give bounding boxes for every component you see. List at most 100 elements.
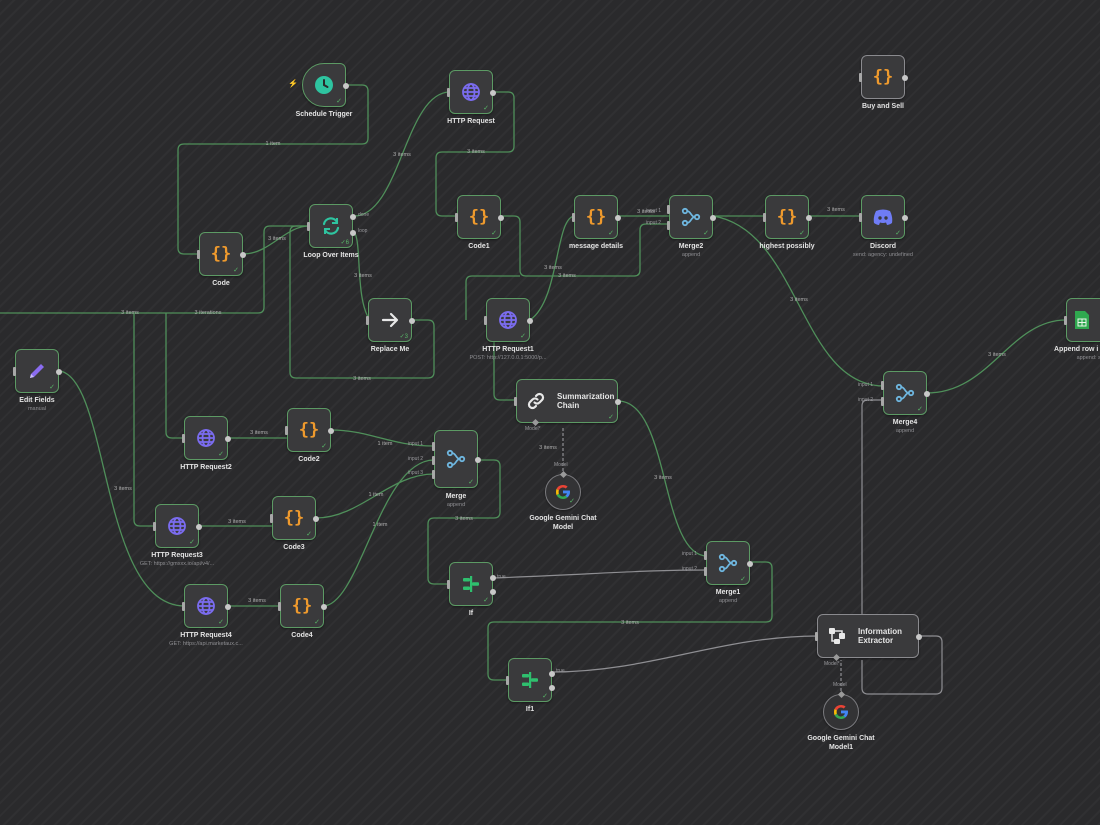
output-port[interactable]	[240, 252, 246, 258]
node-http-request3[interactable]: ✓	[153, 504, 202, 548]
node-highest-possibly[interactable]: {} ✓	[763, 195, 812, 239]
output-port-false[interactable]	[490, 589, 496, 595]
output-port[interactable]	[196, 524, 202, 530]
output-port-loop[interactable]	[350, 230, 356, 236]
output-port[interactable]	[56, 369, 62, 375]
output-port[interactable]	[409, 318, 415, 324]
node-buy-and-sell[interactable]: {}	[859, 55, 908, 99]
output-port[interactable]	[490, 90, 496, 96]
input-port[interactable]	[285, 426, 288, 435]
output-port[interactable]	[225, 604, 231, 610]
success-check-icon: ✓	[542, 693, 548, 700]
input-port[interactable]	[13, 367, 16, 376]
edge-label: 1 item	[377, 441, 393, 447]
output-port[interactable]	[527, 318, 533, 324]
node-code3[interactable]: {} ✓	[270, 496, 319, 540]
input-port-2[interactable]	[432, 456, 435, 465]
output-port[interactable]	[916, 634, 922, 640]
edge-label: 3 items	[637, 209, 655, 215]
success-check-icon: ✓	[306, 531, 312, 538]
output-port[interactable]	[321, 604, 327, 610]
node-code1[interactable]: {} ✓	[455, 195, 504, 239]
output-port[interactable]	[924, 391, 930, 397]
node-gemini-chat-model1[interactable]	[823, 690, 859, 730]
node-append-row[interactable]	[1064, 298, 1100, 342]
node-merge[interactable]: ✓	[432, 430, 481, 488]
node-merge4[interactable]: ✓	[881, 371, 930, 415]
input-port-1[interactable]	[667, 205, 670, 214]
input-port[interactable]	[572, 213, 575, 222]
input-port[interactable]	[307, 222, 310, 231]
node-if[interactable]: ✓	[447, 562, 496, 606]
node-summarization-chain[interactable]: Summarization Chain ✓	[514, 379, 621, 427]
output-port[interactable]	[225, 436, 231, 442]
input-port-2[interactable]	[704, 567, 707, 576]
edge-iterations-http2	[165, 313, 185, 439]
output-port[interactable]	[313, 516, 319, 522]
input-port[interactable]	[484, 316, 487, 325]
node-message-details[interactable]: {} ✓	[572, 195, 621, 239]
input-port[interactable]	[182, 602, 185, 611]
output-port-true[interactable]	[490, 575, 496, 581]
output-port[interactable]	[747, 561, 753, 567]
input-port[interactable]	[153, 522, 156, 531]
output-port[interactable]	[902, 75, 908, 81]
node-if1[interactable]: ✓	[506, 658, 555, 702]
output-port-done[interactable]	[350, 214, 356, 220]
edge-label: 3 items	[621, 620, 639, 626]
input-port[interactable]	[763, 213, 766, 222]
svg-text:{}: {}	[777, 207, 797, 227]
node-http-request1[interactable]: ✓	[484, 298, 533, 342]
node-code[interactable]: {} ✓	[197, 232, 246, 276]
input-port[interactable]	[447, 88, 450, 97]
input-port-3[interactable]	[432, 470, 435, 479]
input-port[interactable]	[1064, 316, 1067, 325]
output-port[interactable]	[475, 457, 481, 463]
output-port-true[interactable]	[549, 671, 555, 677]
node-schedule-trigger[interactable]: ✓	[302, 63, 349, 107]
node-http-request2[interactable]: ✓	[182, 416, 231, 460]
output-port[interactable]	[806, 215, 812, 221]
node-http-request[interactable]: ✓	[447, 70, 496, 114]
node-code4[interactable]: {} ✓	[278, 584, 327, 628]
output-port[interactable]	[615, 215, 621, 221]
output-port[interactable]	[710, 215, 716, 221]
node-information-extractor[interactable]: Information Extractor	[815, 614, 922, 662]
input-port[interactable]	[182, 434, 185, 443]
node-label: Google Gemini Chat Model	[529, 515, 597, 531]
output-port-false[interactable]	[549, 685, 555, 691]
input-port-1[interactable]	[432, 442, 435, 451]
node-merge2[interactable]: ✓	[667, 195, 716, 239]
input-port[interactable]	[197, 250, 200, 259]
output-port[interactable]	[615, 399, 621, 405]
input-port-1[interactable]	[881, 381, 884, 390]
input-port-2[interactable]	[667, 221, 670, 230]
input-port-1[interactable]	[704, 551, 707, 560]
node-merge1[interactable]: ✓	[704, 541, 753, 585]
node-replace-me[interactable]: ✓3	[366, 298, 415, 342]
node-edit-fields[interactable]: ✓	[13, 349, 62, 393]
input-port[interactable]	[278, 602, 281, 611]
node-http-request4[interactable]: ✓	[182, 584, 231, 628]
node-label: HTTP Request2	[180, 464, 232, 471]
input-port[interactable]	[859, 73, 862, 82]
input-port[interactable]	[366, 316, 369, 325]
node-code2[interactable]: {} ✓	[285, 408, 334, 452]
output-port[interactable]	[498, 215, 504, 221]
input-port[interactable]	[859, 213, 862, 222]
edge-label: 1 item	[372, 522, 388, 528]
output-port[interactable]	[902, 215, 908, 221]
node-discord[interactable]: ✓	[859, 195, 908, 239]
node-gemini-chat-model[interactable]: ✓	[545, 470, 581, 510]
input-port[interactable]	[447, 580, 450, 589]
input-port[interactable]	[455, 213, 458, 222]
input-port[interactable]	[270, 514, 273, 523]
input-port-2[interactable]	[881, 397, 884, 406]
output-port[interactable]	[343, 83, 349, 89]
input-port[interactable]	[506, 676, 509, 685]
output-port[interactable]	[328, 428, 334, 434]
input-port[interactable]	[514, 397, 517, 406]
node-loop-over-items[interactable]: ✓6	[307, 204, 356, 248]
input-port[interactable]	[815, 632, 818, 641]
